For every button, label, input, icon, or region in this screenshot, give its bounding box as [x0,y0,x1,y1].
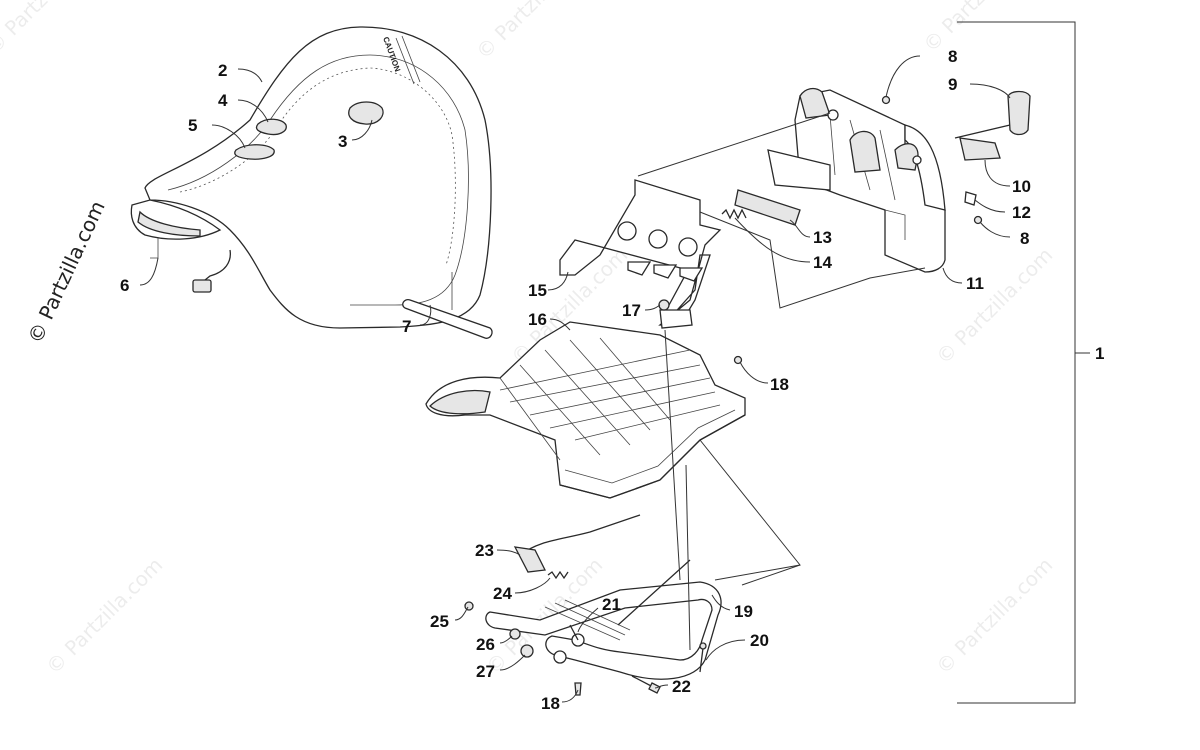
watermark-top-left: © Partzilla.com [0,0,107,59]
callout-16: 16 [528,310,547,329]
assembly-bracket-part-1 [957,21,1090,704]
grab-handle-part-3 [348,101,384,125]
callout-leaders [139,55,1011,703]
callout-15: 15 [528,281,547,300]
watermark-top-center: © Partzilla.com [471,0,597,64]
callout-13: 13 [813,228,832,247]
callout-17: 17 [622,301,641,320]
rear-storage-box [767,87,946,273]
watermark-low-left: © Partzilla.com [41,553,167,679]
callout-14: 14 [813,253,832,272]
spring-part-24 [547,570,569,580]
spring-part-14 [721,208,747,220]
bracket-part-15 [559,179,722,329]
seat-cushion: CAUTION [130,26,492,329]
callout-1: 1 [1095,344,1104,363]
callout-4: 4 [218,91,228,110]
rear-frame-part-19 [485,559,722,680]
latch-cable-part-23 [513,514,641,573]
fastener-part-18-bottom [574,682,582,696]
callout-2: 2 [218,61,227,80]
latch-part-9 [954,90,1031,139]
watermark-low-right: © Partzilla.com [931,553,1057,679]
bolt-part-20 [699,642,707,673]
fastener-part-8-top [881,95,891,105]
callout-12: 12 [1012,203,1031,222]
callout-18-bottom: 18 [541,694,560,713]
plate-part-5 [234,144,275,160]
callout-21: 21 [602,595,621,614]
callout-7: 7 [402,317,411,336]
nut-part-17 [658,299,670,311]
watermark-mid-right: © Partzilla.com [931,243,1057,369]
callout-22: 22 [672,677,691,696]
callout-11: 11 [966,274,984,293]
callout-6: 6 [120,276,129,295]
nut-part-27 [520,644,534,658]
fastener-part-18-top [733,355,743,365]
callout-9: 9 [948,75,957,94]
callout-20: 20 [750,631,769,650]
callout-3: 3 [338,132,347,151]
pin-part-21 [569,624,579,641]
bracket-part-10 [959,137,1001,161]
callout-24: 24 [493,584,512,603]
callout-25: 25 [430,612,449,631]
callout-5: 5 [188,116,197,135]
callout-8-bottom: 8 [1020,229,1029,248]
bolt-part-22 [631,675,661,694]
partzilla-watermark: © Partzilla.com [23,197,110,347]
callout-26: 26 [476,635,495,654]
watermark-layer: © Partzilla.com © Partzilla.com © Partzi… [0,0,1057,679]
fastener-part-8-bottom [973,215,983,225]
watermark-top-right: © Partzilla.com [918,0,1044,57]
strap-part-7 [402,272,493,339]
plate-part-4 [255,118,287,136]
callout-23: 23 [475,541,494,560]
callout-labels: 1 2 3 4 5 6 7 8 9 10 11 12 8 13 14 15 16… [120,47,1104,713]
seat-base-tray-part-16 [425,321,746,499]
callout-8-top: 8 [948,47,957,66]
callout-19: 19 [734,602,753,621]
callout-18-top: 18 [770,375,789,394]
callout-27: 27 [476,662,495,681]
callout-10: 10 [1012,177,1031,196]
washer-part-26 [509,628,521,640]
screw-part-12 [964,191,977,206]
wire-harness-part-6 [150,238,231,293]
nut-part-25 [464,601,474,611]
